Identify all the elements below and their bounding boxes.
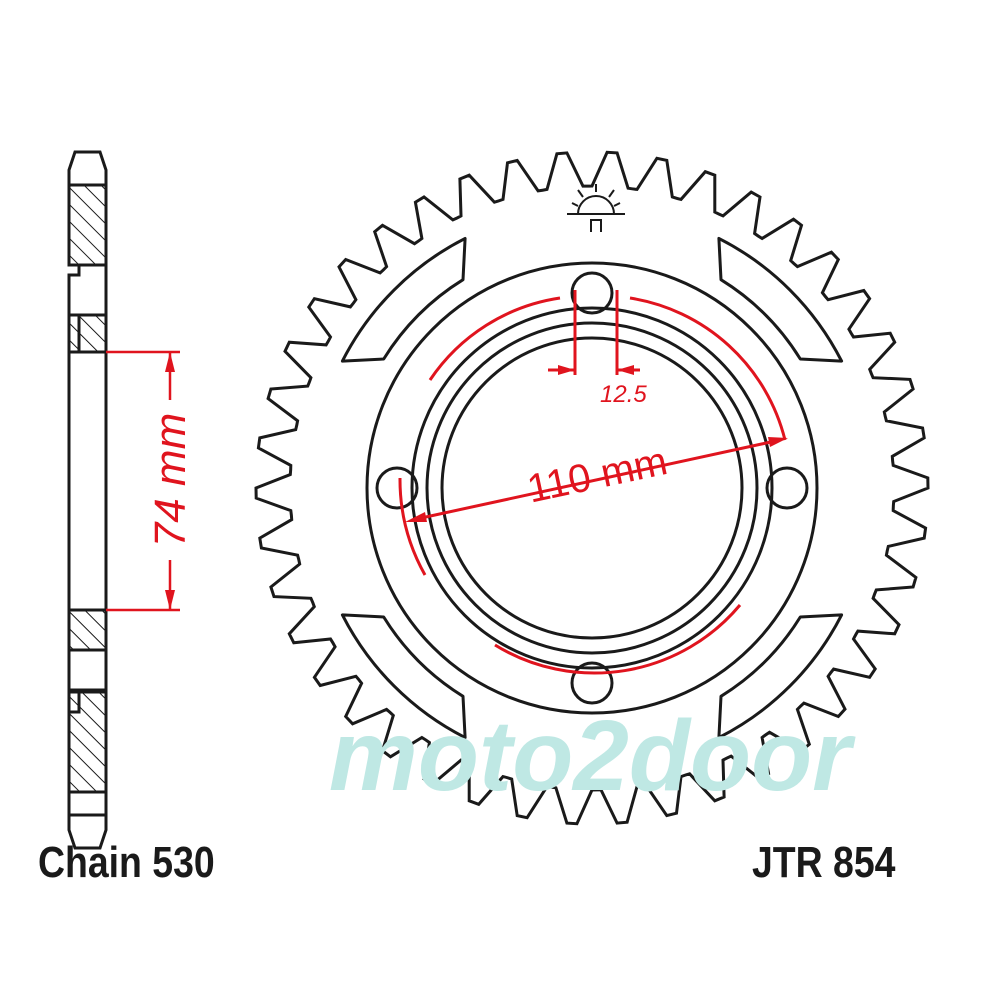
bolt-hole — [765, 466, 809, 510]
hatch-top — [67, 183, 108, 267]
hub-ring-1 — [440, 336, 744, 640]
bolt-hole — [570, 271, 614, 315]
bolt-hole-label: 12.5 — [600, 381, 647, 408]
bolt-hole — [570, 661, 614, 705]
watermark-logo: moto2door — [329, 700, 856, 812]
lightening-window — [340, 613, 467, 740]
bolt-circle-dimension — [398, 290, 787, 675]
lightening-window — [340, 236, 467, 363]
side-profile — [67, 150, 108, 850]
sprocket-face — [254, 150, 930, 826]
hub-width-dimension — [106, 350, 180, 612]
chain-label: Chain 530 — [38, 838, 215, 887]
hub-ring-2 — [425, 321, 759, 655]
dimension-arrows — [405, 365, 788, 522]
sun-logo-icon — [567, 184, 625, 232]
hatch-bottom — [67, 690, 108, 794]
lightening-window — [717, 613, 844, 740]
hatch-lower — [67, 608, 108, 652]
bolt-hole — [375, 466, 419, 510]
sprocket-teeth-outline — [254, 150, 930, 826]
part-number-label: JTR 854 — [752, 838, 896, 887]
hub-ring-3 — [410, 306, 774, 670]
hatch-upper — [67, 313, 108, 354]
hub-ring-4 — [365, 261, 819, 715]
hub-width-label: 74 mm — [146, 413, 195, 547]
lightening-window — [717, 236, 844, 363]
